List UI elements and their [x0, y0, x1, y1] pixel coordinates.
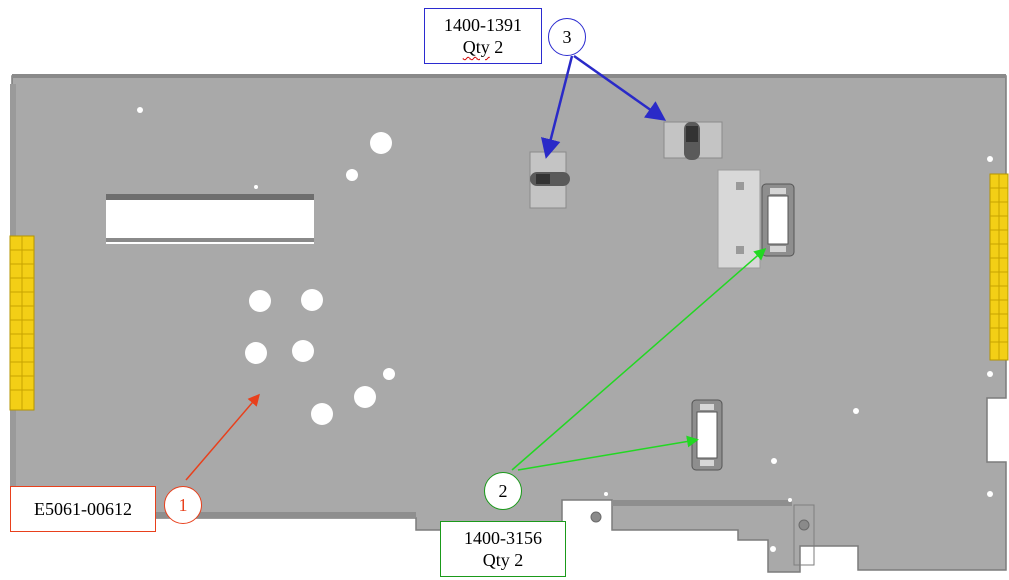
- arrow-1: [185, 393, 260, 481]
- rectangular-cutout: [106, 194, 314, 244]
- clip-lower: [691, 399, 723, 471]
- part-label-2: 1400-3156 Qty 2: [440, 521, 566, 577]
- arrow-2-upper: [511, 248, 767, 471]
- right-yellow-connector: [989, 173, 1009, 361]
- arrow-2-lower: [517, 435, 699, 471]
- clip-upper: [761, 183, 795, 257]
- qty-value-3: 2: [494, 37, 504, 57]
- part-label-1: E5061-00612: [10, 486, 156, 532]
- qty-value-2: 2: [514, 550, 524, 570]
- arrow-3-left: [541, 55, 574, 159]
- plate-bottom-step: [612, 500, 792, 506]
- part-number-2: 1400-3156: [464, 528, 542, 548]
- plate-top-rim: [12, 74, 1006, 78]
- mounting-holes: [137, 107, 993, 556]
- qty-2: Qty 2: [441, 549, 565, 571]
- qty-word-2: Qty: [482, 550, 510, 570]
- part-label-3: 1400-1391 Qty 2: [424, 8, 542, 64]
- left-yellow-connector: [9, 235, 35, 411]
- callout-circle-1: 1: [164, 486, 202, 524]
- screw-bosses: [590, 504, 815, 566]
- callout-circle-2: 2: [484, 472, 522, 510]
- latch-right: [663, 121, 723, 160]
- qty-3: Qty 2: [425, 36, 541, 58]
- arrow-3-right: [573, 54, 667, 121]
- bracket-block: [717, 169, 761, 269]
- plate-bottom-lip: [16, 512, 416, 518]
- qty-word-3: Qty: [462, 37, 490, 57]
- callout-circle-3: 3: [548, 18, 586, 56]
- part-number-3: 1400-1391: [444, 15, 522, 35]
- latch-left: [529, 151, 570, 209]
